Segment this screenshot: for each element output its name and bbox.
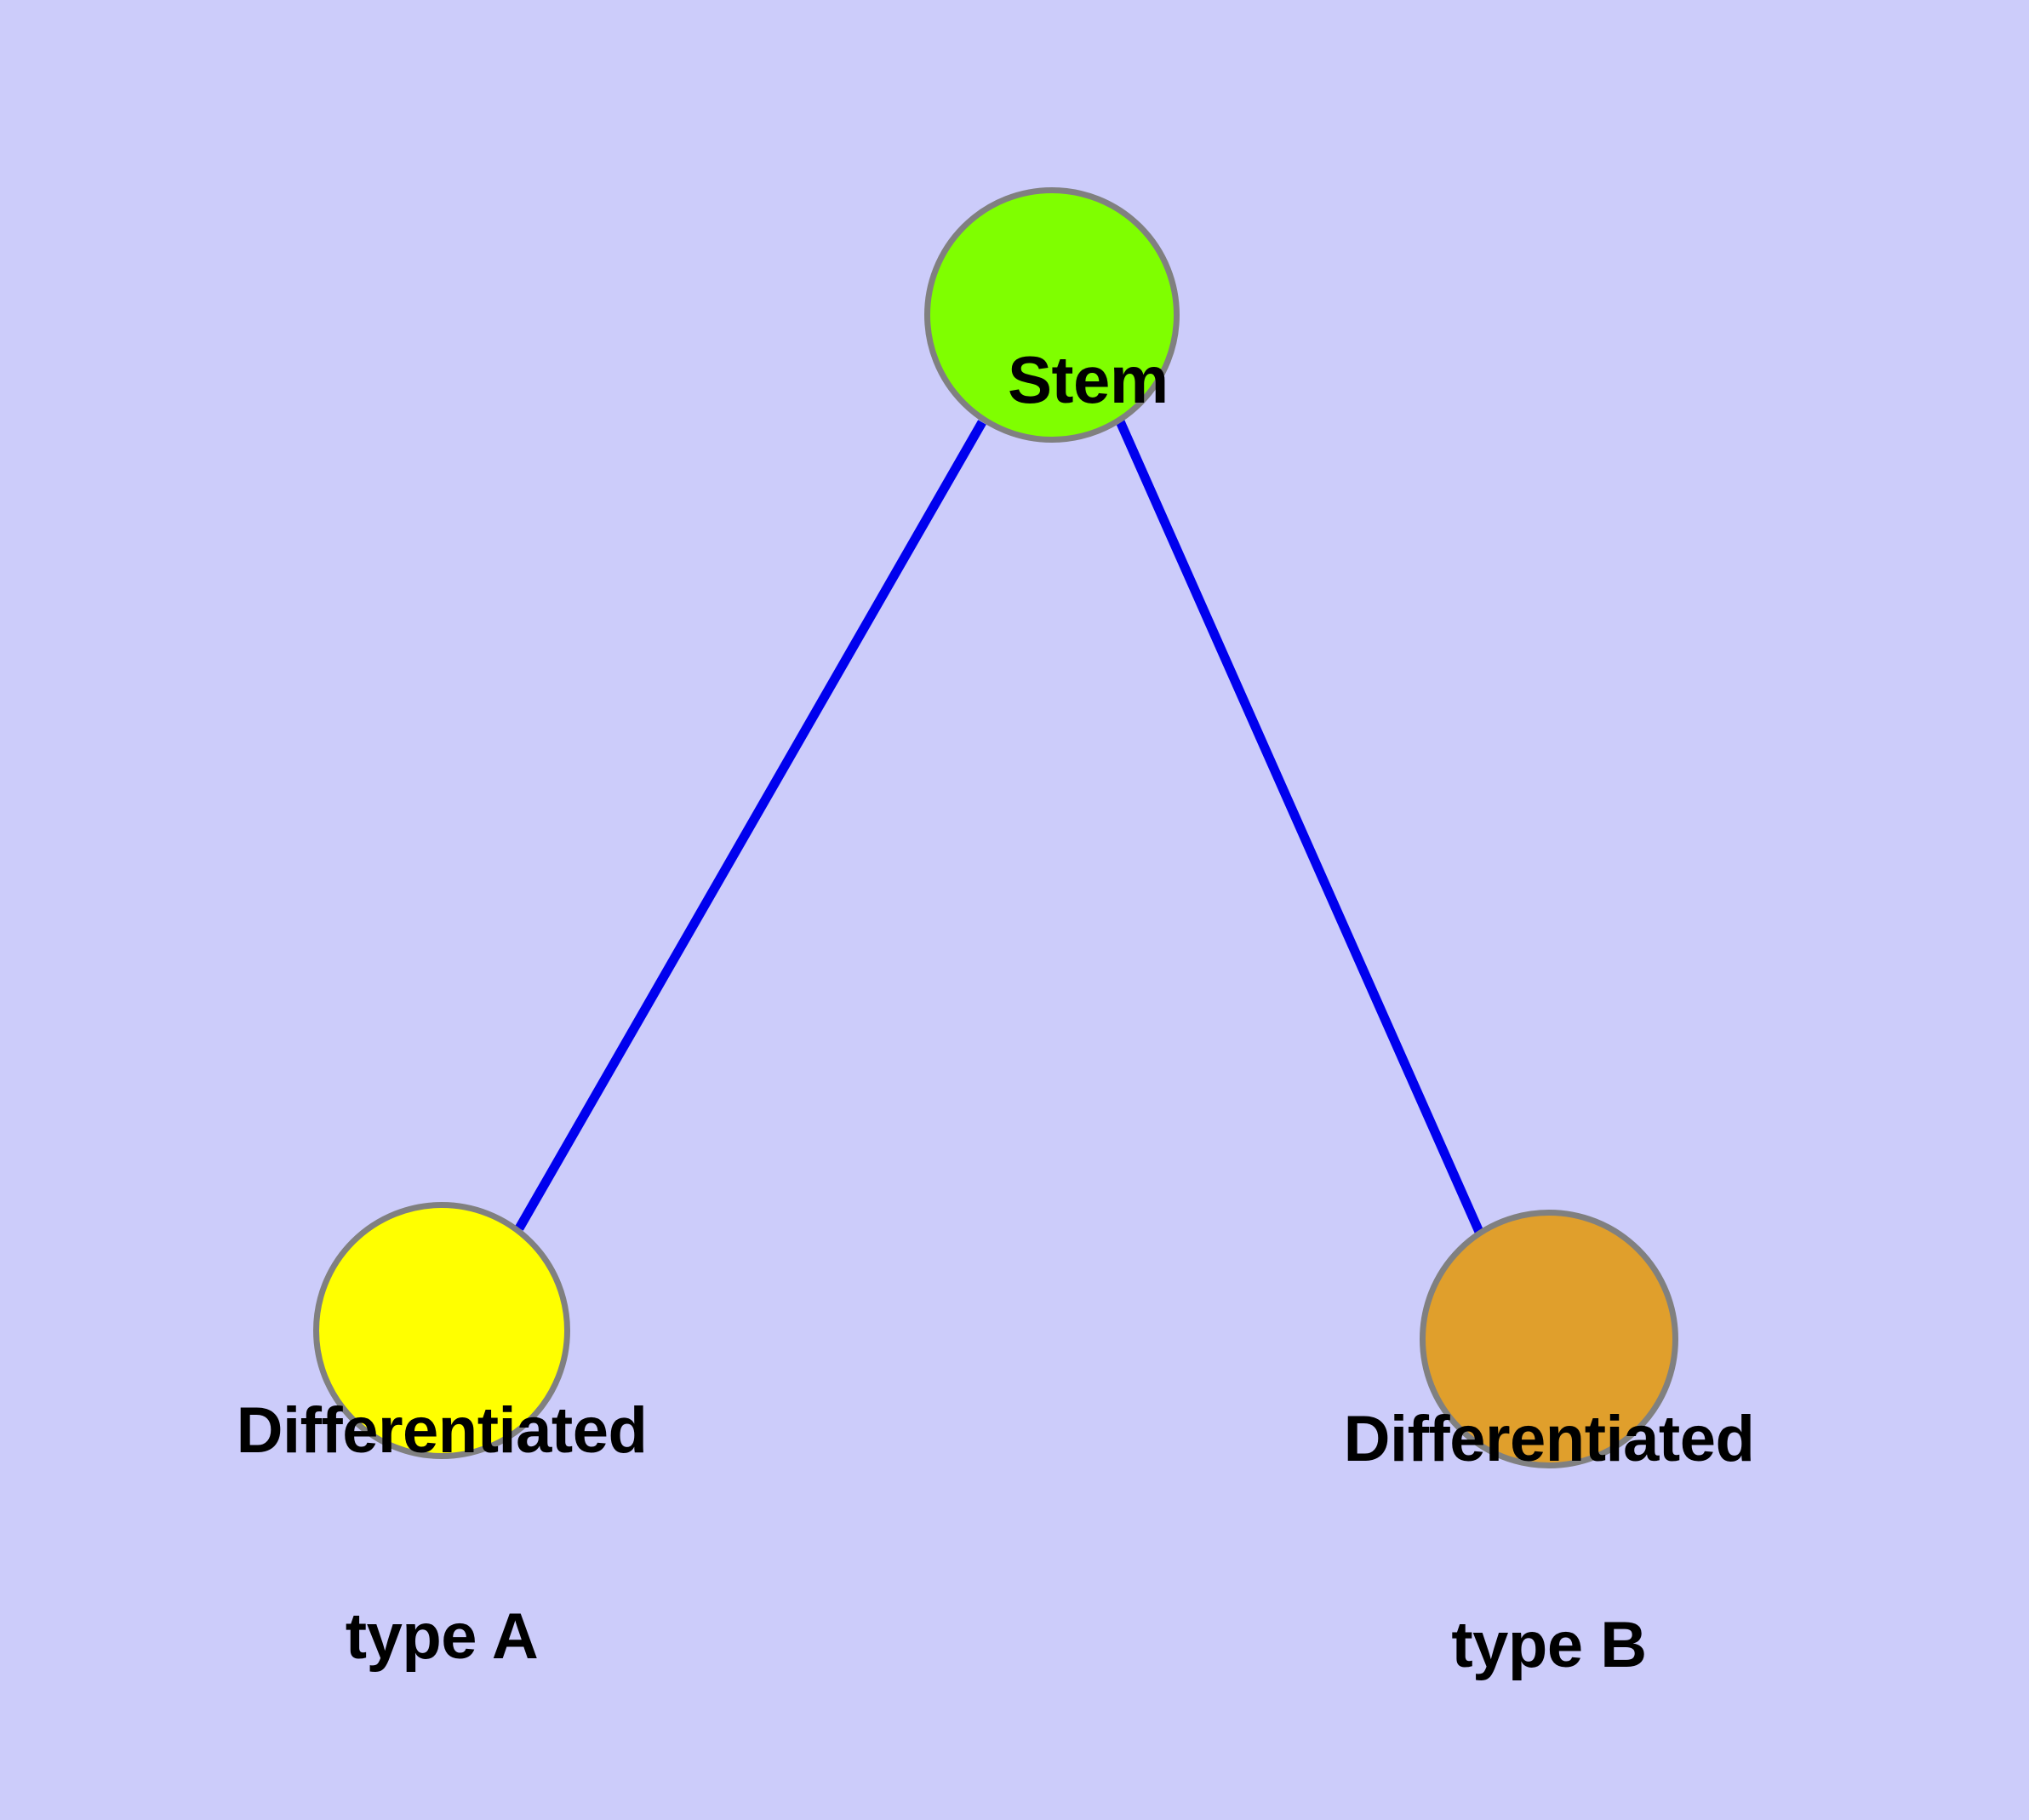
edge-layer	[515, 419, 1484, 1234]
node-stem[interactable]	[924, 187, 1180, 443]
node-differentiated-type-a[interactable]	[313, 1202, 570, 1459]
edge-stem-to-differentiated-type-a[interactable]	[515, 420, 986, 1231]
edge-stem-to-differentiated-type-b[interactable]	[1115, 419, 1484, 1234]
node-layer	[313, 187, 1678, 1468]
node-differentiated-type-b[interactable]	[1420, 1210, 1678, 1468]
